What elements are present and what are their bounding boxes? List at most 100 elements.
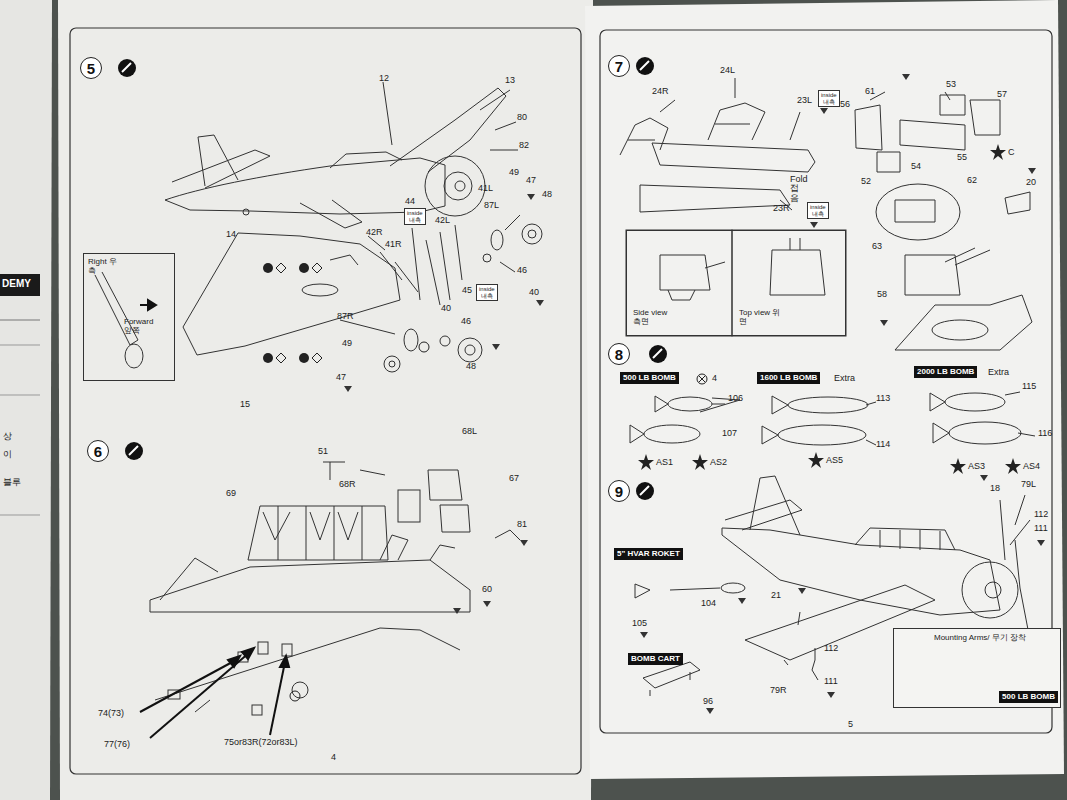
bomb-title: 2000 LB BOMB	[914, 366, 977, 378]
step-number: 5	[80, 57, 102, 79]
callout-number: 40	[529, 288, 539, 297]
node-text: 500 LB BOMB	[1002, 692, 1055, 701]
inside-tag: inside 내측	[818, 90, 840, 107]
bomb-title: 500 LB BOMB	[999, 691, 1058, 703]
callout-number: 63	[872, 242, 882, 251]
callout-number: 112	[824, 644, 838, 653]
mounting-panel: Mounting Arms/ 무기 장착 500 LB BOMB	[893, 628, 1061, 708]
callout-number: 18	[990, 484, 1000, 493]
callout-number: 58	[877, 290, 887, 299]
callout-number: 24R	[652, 87, 669, 96]
callout-number: 77(76)	[104, 740, 130, 749]
inset-panel: Right 우측 Forward 앞쪽	[83, 253, 175, 381]
callout-number: AS2	[710, 458, 727, 467]
callout-number: 49	[509, 168, 519, 177]
callout-number: 21	[771, 591, 781, 600]
callout-number: 112	[1034, 510, 1048, 519]
callout-number: 52	[861, 177, 871, 186]
callout-number: 24L	[720, 66, 735, 75]
node-text: 7	[615, 58, 623, 75]
fold-note: Fold 접음	[790, 175, 808, 203]
callout-number: 20	[1026, 178, 1036, 187]
brand-text: DEMY	[2, 279, 31, 290]
callout-number: 111	[1034, 524, 1048, 533]
callout-number: 62	[967, 176, 977, 185]
callout-number: 14	[226, 230, 236, 239]
callout-number: 60	[482, 585, 492, 594]
callout-number: 42L	[435, 216, 450, 225]
bomb-title: 500 LB BOMB	[620, 372, 679, 384]
step-number: 6	[87, 440, 109, 462]
callout-number: 4	[712, 374, 717, 383]
inside-tag: inside 내측	[476, 284, 498, 301]
callout-number: AS1	[656, 458, 673, 467]
callout-number: 55	[957, 153, 967, 162]
callout-number: 79R	[770, 686, 787, 695]
step-number: 9	[608, 480, 630, 502]
callout-number: 113	[876, 394, 890, 403]
callout-number: 115	[1022, 382, 1036, 391]
callout-number: 48	[542, 190, 552, 199]
bomb-title: 1600 LB BOMB	[757, 372, 820, 384]
node-text: Forward 앞쪽	[124, 318, 154, 336]
node-text: 5	[87, 60, 95, 77]
node-text: 500 LB BOMB	[623, 373, 676, 382]
callout-number: 68R	[339, 480, 356, 489]
callout-number: 41R	[385, 240, 402, 249]
node-text: 1600 LB BOMB	[760, 373, 817, 382]
callout-number: 116	[1038, 429, 1052, 438]
callout-number: 105	[632, 619, 647, 628]
callout-number: 75or83R(72or83L)	[224, 738, 298, 747]
callout-number: 82	[519, 141, 529, 150]
node-text: inside 내측	[479, 286, 495, 299]
callout-number: 106	[728, 394, 743, 403]
callout-number: 67	[509, 474, 519, 483]
view-panel: Side view 측면Top view 위면	[626, 230, 846, 336]
callout-number: 69	[226, 489, 236, 498]
callout-number: C	[1008, 148, 1015, 157]
callout-number: 114	[876, 440, 890, 449]
callout-number: 79L	[1021, 480, 1036, 489]
node-text: inside 내측	[821, 92, 837, 105]
callout-number: 48	[466, 362, 476, 371]
callout-number: 61	[865, 87, 875, 96]
callout-number: 13	[505, 76, 515, 85]
callout-number: 87L	[484, 201, 499, 210]
callout-number: 107	[722, 429, 737, 438]
callout-number: 23L	[797, 96, 812, 105]
step-number: 7	[608, 55, 630, 77]
node-text: Right 우측	[88, 258, 118, 276]
callout-number: 42R	[366, 228, 383, 237]
sheet-text: 상	[3, 432, 12, 441]
inside-tag: inside 내측	[807, 202, 829, 219]
node-text: Side view 측면	[633, 309, 677, 327]
node-text: 6	[94, 443, 102, 460]
callout-number: 111	[824, 677, 838, 686]
callout-number: 23R	[773, 204, 790, 213]
page-number: 5	[848, 720, 853, 729]
callout-number: Extra	[834, 374, 855, 383]
callout-number: 56	[840, 100, 850, 109]
callout-number: 40	[441, 304, 451, 313]
callout-number: 47	[526, 176, 536, 185]
part-title: BOMB CART	[628, 653, 683, 665]
callout-number: 54	[911, 162, 921, 171]
callout-number: AS3	[968, 462, 985, 471]
callout-number: 49	[342, 339, 352, 348]
callout-number: 51	[318, 447, 328, 456]
callout-number: 53	[946, 80, 956, 89]
callout-number: 81	[517, 520, 527, 529]
page-number: 4	[331, 753, 336, 762]
node-text: 5" HVAR ROKET	[617, 549, 680, 558]
callout-number: 44	[405, 197, 415, 206]
callout-number: AS4	[1023, 462, 1040, 471]
callout-number: 57	[997, 90, 1007, 99]
sheet-text: 이	[3, 450, 12, 459]
node-text: 2000 LB BOMB	[917, 367, 974, 376]
callout-number: 46	[517, 266, 527, 275]
callout-number: 104	[701, 599, 716, 608]
callout-number: 46	[461, 317, 471, 326]
callout-number: 15	[240, 400, 250, 409]
node-text: Mounting Arms/ 무기 장착	[934, 632, 1026, 643]
callout-number: Extra	[988, 368, 1009, 377]
